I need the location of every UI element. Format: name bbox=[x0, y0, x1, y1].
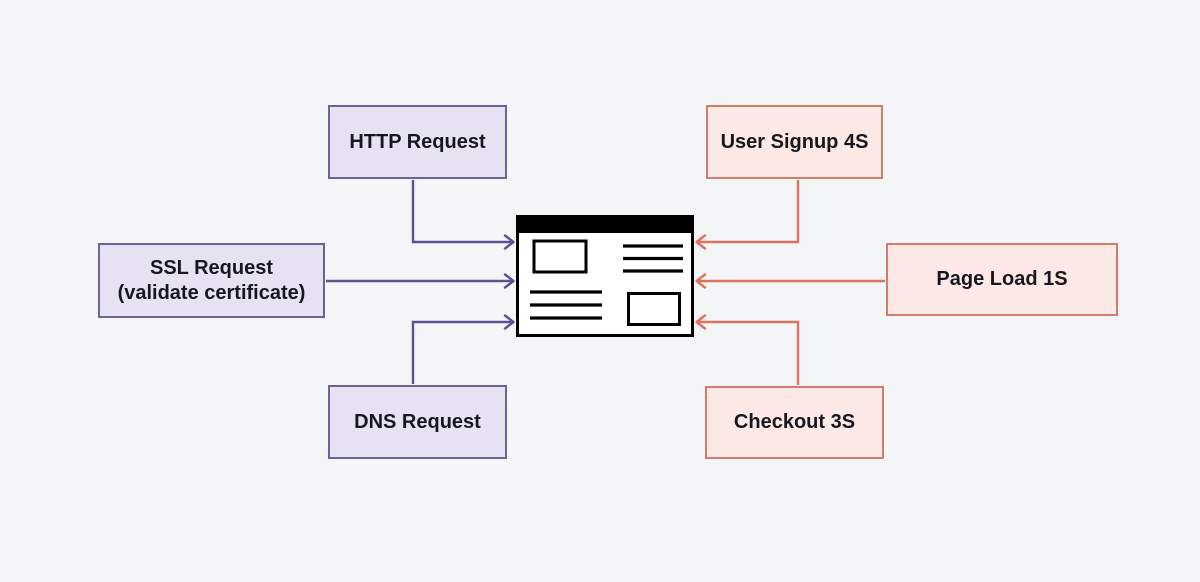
browser-title-bar bbox=[516, 215, 694, 233]
connector-dns-request bbox=[411, 314, 515, 384]
arrow-left-icon bbox=[695, 314, 707, 330]
node-checkout: Checkout 3S bbox=[705, 386, 884, 459]
browser-text-lines-top-right bbox=[623, 244, 683, 273]
browser-image-placeholder-top-left bbox=[532, 239, 588, 274]
node-label: HTTP Request bbox=[349, 130, 486, 153]
connector-checkout bbox=[695, 314, 800, 385]
node-http-request: HTTP Request bbox=[328, 105, 507, 179]
browser-text-lines-bottom-left bbox=[530, 290, 602, 320]
connector-ssl-request bbox=[326, 273, 515, 289]
node-label: Page Load 1S bbox=[936, 268, 1068, 290]
connector-http-request bbox=[411, 180, 515, 250]
node-user-signup: User Signup 4S bbox=[706, 105, 883, 179]
node-dns-request: DNS Request bbox=[328, 385, 507, 459]
node-label: DNS Request bbox=[354, 410, 481, 433]
arrow-left-icon bbox=[695, 234, 707, 250]
node-label: User Signup 4S bbox=[720, 130, 869, 153]
node-ssl-request: SSL Request (validate certificate) bbox=[98, 243, 325, 318]
arrow-right-icon bbox=[503, 314, 515, 330]
node-sublabel: (validate certificate) bbox=[117, 281, 306, 304]
connector-user-signup bbox=[695, 180, 800, 250]
arrow-right-icon bbox=[503, 273, 515, 289]
node-page-load: Page Load 1S bbox=[886, 243, 1118, 316]
connector-page-load bbox=[695, 273, 885, 289]
node-label: SSL Request bbox=[150, 256, 273, 279]
arrow-left-icon bbox=[695, 273, 707, 289]
browser-window-icon bbox=[516, 215, 694, 337]
browser-image-placeholder-bottom-right bbox=[627, 292, 681, 326]
arrow-right-icon bbox=[503, 234, 515, 250]
node-label: Checkout 3S bbox=[733, 411, 856, 433]
